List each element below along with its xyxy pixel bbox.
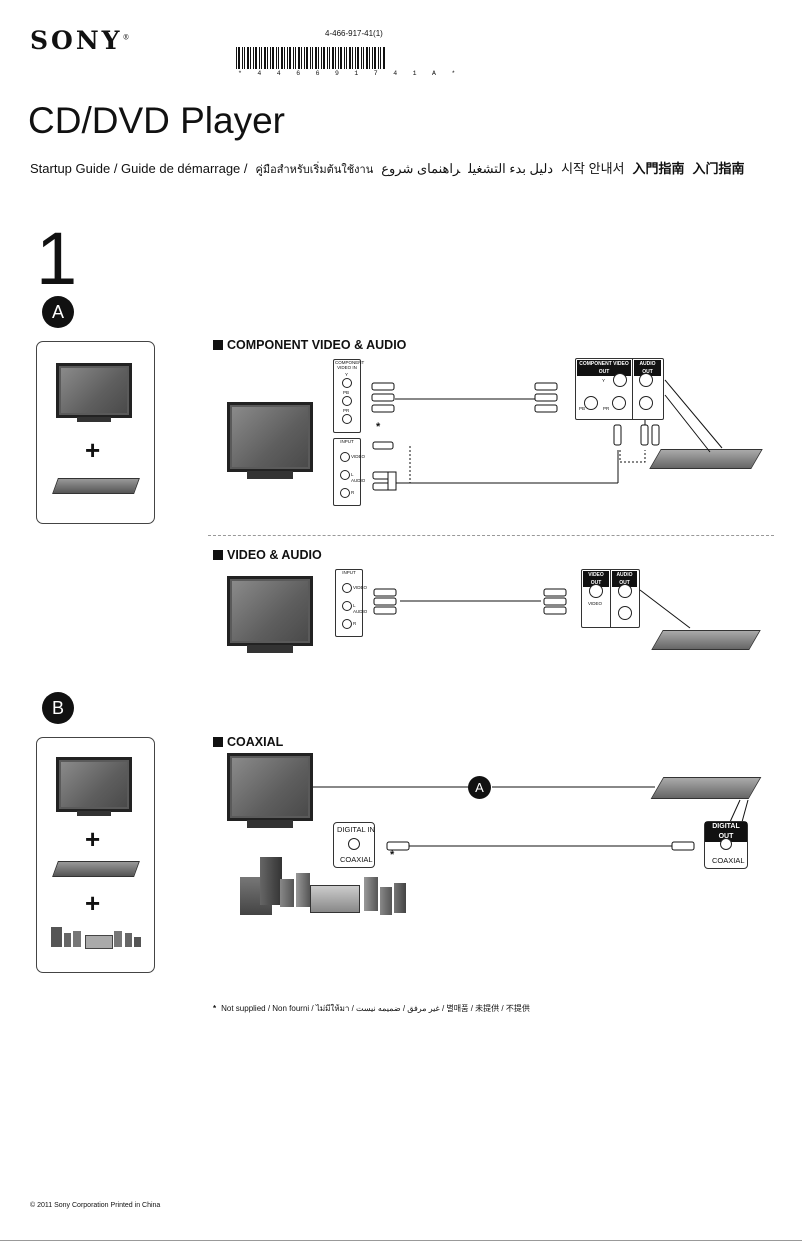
copyright: © 2011 Sony Corporation Printed in China xyxy=(30,1202,161,1209)
component-video-in-panel: COMPONENT VIDEO IN Y PB PR xyxy=(333,359,364,433)
video-audio-cables xyxy=(373,588,691,629)
tv-icon xyxy=(227,402,313,472)
bottom-rule xyxy=(0,1240,802,1241)
panel-a-devices: + xyxy=(36,341,155,524)
barcode xyxy=(236,47,385,69)
page-title: CD/DVD Player xyxy=(28,100,285,141)
cable-a-badge: A xyxy=(468,776,491,799)
part-number: 4-466-917-41(1) xyxy=(325,29,383,38)
step-number: 1 xyxy=(36,217,78,300)
home-theater-icon xyxy=(51,923,141,949)
section-divider xyxy=(208,535,774,536)
plus-icon: + xyxy=(85,888,101,918)
player-output-panel: COMPONENT VIDEO OUT AUDIO OUT Y PB PR xyxy=(575,358,664,420)
input-panel: INPUT VIDEO L AUDIO R xyxy=(333,438,365,506)
jack-pr xyxy=(342,414,352,424)
tv-icon xyxy=(227,753,313,821)
coaxial-cables xyxy=(313,786,749,851)
not-supplied-asterisk: * xyxy=(390,849,395,861)
section-heading-video-audio: VIDEO & AUDIO xyxy=(213,548,322,562)
jack-audio-r xyxy=(340,488,350,498)
tv-icon xyxy=(227,576,313,646)
section-heading-component: COMPONENT VIDEO & AUDIO xyxy=(213,338,406,352)
component-cables xyxy=(371,379,723,491)
panel-b-devices: + + xyxy=(36,737,155,973)
subtitle: Startup Guide / Guide de démarrage /คู่ม… xyxy=(30,161,745,176)
input-panel: INPUT VIDEO L AUDIO R xyxy=(335,569,367,637)
footnote: *Not supplied / Non fourni / ไม่มีให้มา … xyxy=(213,1004,530,1013)
jack-pb xyxy=(342,396,352,406)
tv-icon xyxy=(56,757,132,812)
section-heading-coaxial: COAXIAL xyxy=(213,735,283,749)
digital-out-panel: DIGITAL OUT COAXIAL xyxy=(704,821,748,869)
section-a-badge: A xyxy=(42,296,74,328)
tv-icon xyxy=(56,363,132,418)
sony-logo: SONY® xyxy=(30,26,130,55)
barcode-digits: * 4 4 6 6 9 1 7 4 1 A * xyxy=(238,70,462,77)
jack-audio-l xyxy=(340,470,350,480)
not-supplied-asterisk: * xyxy=(376,421,381,433)
jack-video xyxy=(340,452,350,462)
player-output-panel: VIDEO OUT AUDIO OUT VIDEO xyxy=(581,569,640,628)
plus-icon: + xyxy=(85,824,101,854)
home-theater-icon xyxy=(240,857,410,915)
jack-y xyxy=(342,378,352,388)
section-b-badge: B xyxy=(42,692,74,724)
plus-icon: + xyxy=(85,435,101,465)
digital-in-panel: DIGITAL IN COAXIAL xyxy=(333,822,375,868)
